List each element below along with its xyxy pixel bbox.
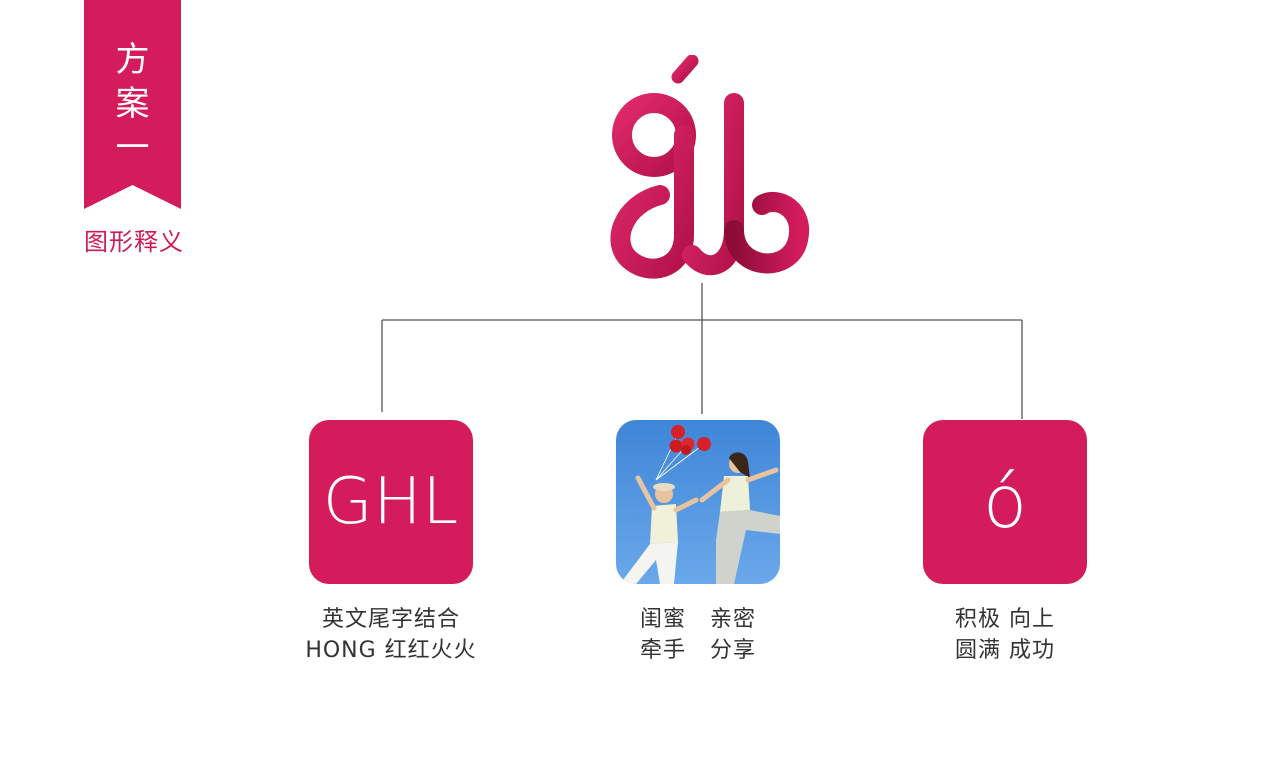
ribbon-char: 一	[115, 128, 150, 168]
friends-photo-card	[616, 420, 780, 584]
caption-line: 圆满 成功	[955, 638, 1055, 663]
plan-ribbon: 方 案 一	[84, 0, 181, 209]
friends-jumping-with-balloons-photo-icon	[616, 420, 780, 584]
caption-line: 牵手 分享	[640, 638, 756, 663]
caption-positive-success: 积极 向上 圆满 成功	[885, 604, 1125, 666]
caption-line: 闺蜜 亲密	[640, 607, 756, 632]
caption-line: HONG 红红火火	[305, 638, 477, 663]
card-text: GHL	[322, 465, 460, 539]
ribbon-label: 方 案 一	[84, 38, 181, 170]
o-accent-card: ó	[923, 420, 1087, 584]
section-subtitle: 图形释义	[84, 228, 184, 256]
ribbon-shape	[84, 0, 181, 209]
card-text: ó	[982, 460, 1028, 544]
ghl-text-card: GHL	[309, 420, 473, 584]
ribbon-char: 方	[115, 40, 150, 80]
caption-friendship: 闺蜜 亲密 牵手 分享	[578, 604, 818, 666]
ribbon-char: 案	[115, 84, 150, 124]
caption-line: 积极 向上	[955, 607, 1055, 632]
caption-line: 英文尾字结合	[321, 607, 460, 632]
caption-english-tail: 英文尾字结合 HONG 红红火火	[271, 604, 511, 666]
ghl-logo-icon	[610, 55, 810, 279]
